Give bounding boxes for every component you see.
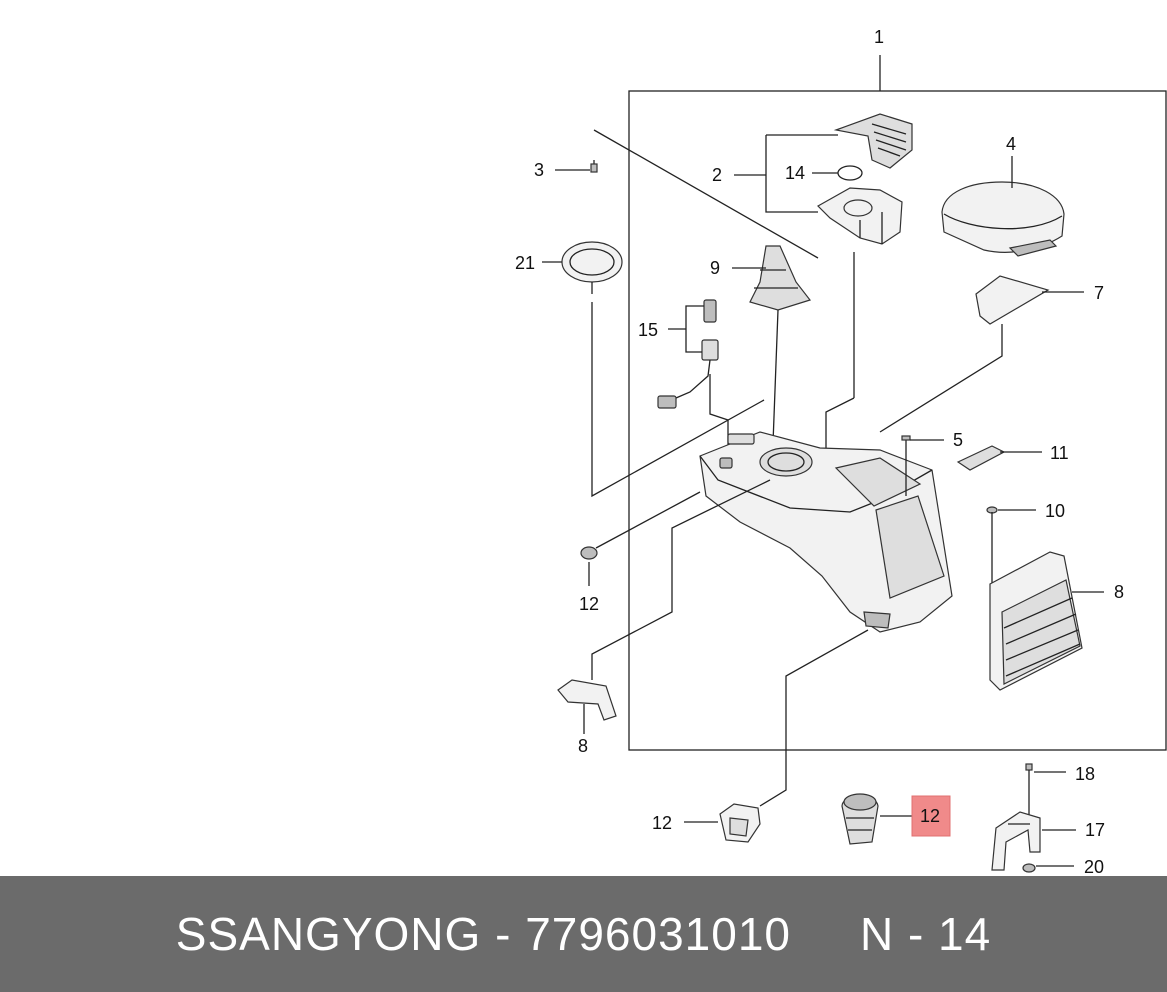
footer-brand: SSANGYONG	[175, 908, 482, 960]
screw-11-part	[986, 506, 998, 526]
callout-10: 8	[1114, 582, 1124, 602]
o-ring-part	[837, 165, 863, 181]
callout-7: 7	[1094, 283, 1104, 303]
nut-21-part	[1022, 863, 1036, 873]
power-socket-part	[657, 299, 719, 409]
footer-separator: -	[481, 908, 526, 960]
callout-11: 10	[1045, 501, 1065, 521]
callout-15: 14	[785, 163, 805, 183]
armrest-lid-part	[941, 181, 1065, 257]
footer-ref: N - 14	[859, 908, 992, 960]
callout-9: 9	[710, 258, 720, 278]
callout-8: 8	[578, 736, 588, 756]
cupholder-part	[841, 793, 879, 845]
callout-2: 2	[712, 165, 722, 185]
armrest-pad-part	[975, 275, 1050, 325]
footer-part-number: 7796031010	[525, 908, 792, 960]
callout-14: 12	[920, 806, 940, 826]
screw-3-part	[590, 160, 598, 173]
callout-3: 3	[534, 160, 544, 180]
callout-14-highlight	[911, 795, 951, 837]
callout-16: 15	[638, 320, 658, 340]
bracket-18-part	[991, 811, 1041, 871]
screw-5-part	[901, 435, 911, 450]
callout-5: 5	[953, 430, 963, 450]
callout-21: 20	[1084, 857, 1104, 876]
callout-4: 4	[1006, 134, 1016, 154]
callout-20: 21	[515, 253, 535, 273]
shift-boot-part	[749, 245, 812, 311]
bracket-13-part	[719, 803, 761, 843]
callout-18: 17	[1085, 820, 1105, 840]
callout-1: 1	[874, 27, 884, 47]
bolt-19-part	[1025, 763, 1033, 780]
assembly-frame	[628, 90, 1167, 751]
callout-17: 12	[579, 594, 599, 614]
grille-panel-part	[989, 551, 1083, 691]
small-cover-part	[956, 445, 1006, 471]
callout-19: 18	[1075, 764, 1095, 784]
callout-12: 11	[1050, 443, 1069, 463]
cupholder-bracket-part	[817, 113, 913, 245]
plug-part	[580, 546, 598, 560]
console-body-part	[699, 431, 953, 633]
part-number-banner: SSANGYONG - 7796031010 N - 14	[0, 876, 1167, 992]
ring-trim-part	[561, 241, 623, 294]
parts-diagram: 1 2 14 3 4 7 9	[515, 27, 1167, 876]
callout-13: 12	[652, 813, 672, 833]
footer-gap	[791, 907, 860, 961]
side-trim-part	[557, 679, 617, 721]
